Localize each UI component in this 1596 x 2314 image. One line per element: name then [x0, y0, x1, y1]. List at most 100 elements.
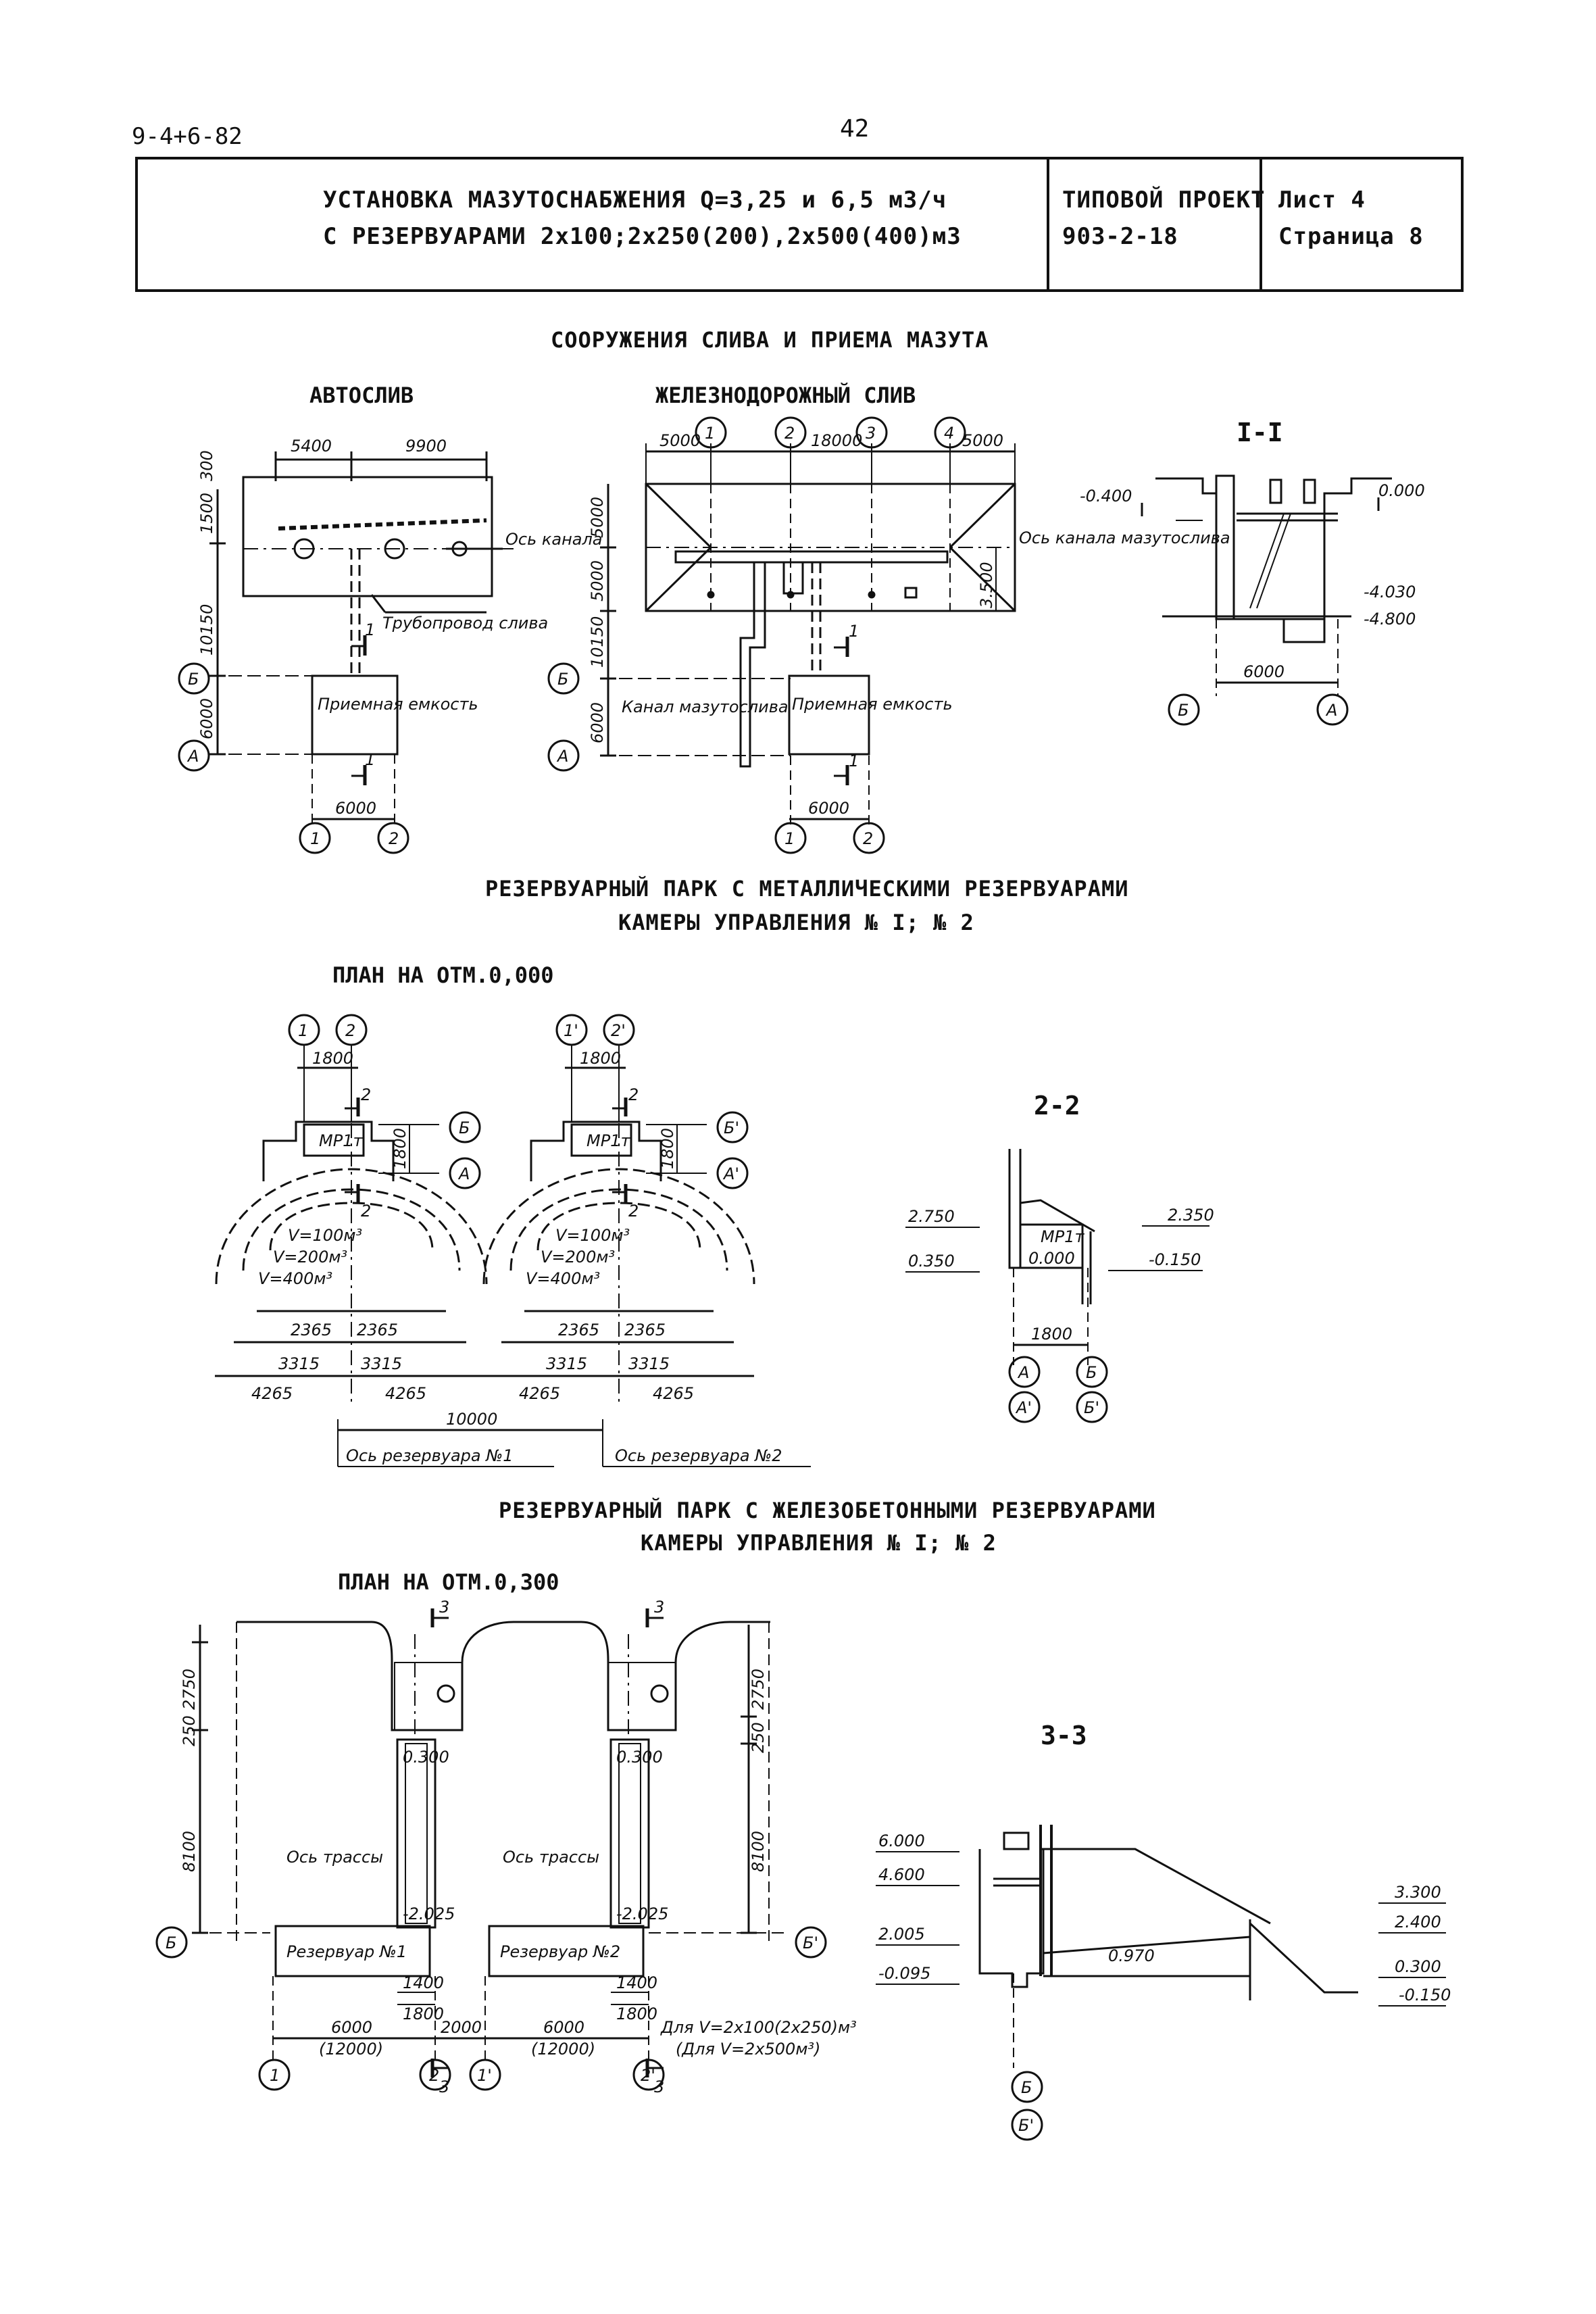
- ct-cut-top-1: 3: [439, 1598, 449, 1617]
- s22-el5: 0.000: [1028, 1249, 1075, 1268]
- tank1-axis-label: Ось резервуара №1: [346, 1446, 513, 1465]
- s22-axis-a-prime: А': [1015, 1398, 1032, 1417]
- rail-dim-side-b: 5000: [588, 560, 607, 601]
- t1-d2a: 3315: [278, 1354, 320, 1373]
- auto-pipe-label: Трубопровод слива: [382, 614, 548, 633]
- t1-cut-top: 2: [361, 1085, 371, 1104]
- s33-el9: 0.970: [1108, 1946, 1155, 1965]
- project-number: 903-2-18: [1062, 223, 1178, 250]
- s11-el-right: 0.000: [1378, 481, 1425, 500]
- t2-d2a: 3315: [546, 1354, 587, 1373]
- s33-el7: 0.300: [1395, 1957, 1441, 1976]
- rail-dim-bottom: 6000: [808, 799, 849, 818]
- rail-dim-b: 18000: [811, 431, 862, 450]
- s33-el8: -0.150: [1399, 1986, 1451, 2004]
- auto-dim-top-b: 9900: [405, 437, 447, 456]
- ct-note-2: (Для V=2х500м³): [676, 2040, 820, 2059]
- t1-d3b: 4265: [385, 1384, 426, 1403]
- rail-bottom-2: 2: [863, 829, 873, 848]
- ct-dim-left-b: 2750: [180, 1669, 199, 1710]
- rail-dim-side-c: 10150: [588, 616, 607, 668]
- ct-dsmall-1: 1400: [403, 1973, 444, 1992]
- t2-d1a: 2365: [558, 1321, 599, 1339]
- title-line-1: УСТАНОВКА МАЗУТОСНАБЖЕНИЯ Q=3,25 и 6,5 м…: [323, 187, 947, 214]
- t2-cut-bottom: 2: [628, 1202, 639, 1221]
- t2-d3a: 4265: [519, 1384, 560, 1403]
- t1-volume-200: V=200м³: [273, 1248, 347, 1266]
- t2-d2b: 3315: [628, 1354, 670, 1373]
- auto-axis-label: Ось канала: [505, 530, 603, 549]
- t2-axis-1: 1': [564, 1021, 578, 1040]
- t1-dim-top: 1800: [312, 1049, 353, 1068]
- rail-dim-right: 3.500: [977, 562, 996, 608]
- t1-d1b: 2365: [357, 1321, 398, 1339]
- page-label: Страница 8: [1278, 223, 1424, 250]
- s33-el2: 4.600: [878, 1865, 925, 1884]
- s33-el1: 6.000: [878, 1831, 925, 1850]
- t1-axis-1: 1: [298, 1021, 308, 1040]
- s33-el4: -0.095: [878, 1964, 930, 1983]
- rail-tank-label: Приемная емкость: [792, 695, 953, 714]
- rail-canal-label: Канал мазутослива: [622, 697, 789, 716]
- tank2-axis-label: Ось резервуара №2: [615, 1446, 782, 1465]
- section2-title-2: КАМЕРЫ УПРАВЛЕНИЯ № I; № 2: [618, 910, 974, 935]
- section-2-2: [905, 1149, 1210, 1423]
- auto-axis-2: 2: [389, 829, 399, 848]
- t2-volume-200: V=200м³: [541, 1248, 615, 1266]
- rail-axis-4: 4: [944, 424, 954, 443]
- s22-el4: -0.150: [1149, 1250, 1201, 1269]
- ct-dsmall-3: 1400: [616, 1973, 657, 1992]
- project-label: ТИПОВОЙ ПРОЕКТ: [1062, 187, 1266, 214]
- ct-axis-1-prime: 1': [477, 2066, 492, 2085]
- ct-d1: 6000: [331, 2018, 372, 2037]
- t1-volume-100: V=100м³: [288, 1226, 362, 1245]
- s22-dim: 1800: [1031, 1325, 1072, 1344]
- rail-cut-bottom: 1: [849, 752, 859, 770]
- rail-axis-2: 2: [784, 424, 795, 443]
- ct-dsmall-2: 1800: [403, 2004, 444, 2023]
- s33-el3: 2.005: [878, 1925, 925, 1944]
- s11-el-low: -4.800: [1364, 610, 1416, 629]
- t1-d1a: 2365: [291, 1321, 332, 1339]
- s11-dim: 6000: [1243, 662, 1285, 681]
- t1-cut-bottom: 2: [361, 1202, 371, 1221]
- t1-d3a: 4265: [251, 1384, 293, 1403]
- sheet-label: Лист 4: [1278, 187, 1366, 214]
- t2-d1b: 2365: [624, 1321, 666, 1339]
- rail-drain-plan: [547, 416, 1016, 854]
- ct-d2: 2000: [441, 2018, 482, 2037]
- ct-dim-left-c: 8100: [180, 1831, 199, 1872]
- metal-tanks-plan: [215, 1014, 811, 1467]
- s33-axis-b-prime: Б': [1018, 2116, 1034, 2135]
- ct-trace-2: Ось трассы: [503, 1848, 599, 1867]
- s33-el5: 3.300: [1395, 1883, 1441, 1902]
- ct-d1b: (12000): [319, 2040, 383, 2059]
- ct-dsmall-4: 1800: [616, 2004, 657, 2023]
- ct-dim-right-b: 250: [749, 1722, 768, 1753]
- rail-axis-a: А: [556, 747, 568, 766]
- s33-el6: 2.400: [1395, 1913, 1441, 1931]
- page-number: 42: [840, 115, 870, 143]
- section2-title-1: РЕЗЕРВУАРНЫЙ ПАРК С МЕТАЛЛИЧЕСКИМИ РЕЗЕР…: [485, 876, 1129, 902]
- ct-cut-top-2: 3: [654, 1598, 664, 1617]
- ct-tank-2: Резервуар №2: [500, 1942, 620, 1961]
- ct-axis-b-prime: Б': [803, 1934, 818, 1952]
- s33-axis-b: Б: [1021, 2078, 1032, 2097]
- auto-dim-side-d: 6000: [197, 698, 216, 739]
- t2-room: МР1т: [587, 1131, 630, 1150]
- s22-axis-b-prime: Б': [1084, 1398, 1099, 1417]
- s11-el-left: -0.400: [1080, 487, 1132, 506]
- auto-cut-bottom: 1: [365, 750, 375, 769]
- s22-el2: 2.350: [1168, 1206, 1214, 1225]
- ct-axis-1: 1: [270, 2066, 280, 2085]
- title-line-2: С РЕЗЕРВУАРАМИ 2х100;2х250(200),2х500(40…: [323, 223, 962, 250]
- t2-volume-400: V=400м³: [526, 1269, 600, 1288]
- auto-tank-label: Приемная емкость: [318, 695, 478, 714]
- auto-dim-side-b: 300: [197, 450, 216, 481]
- auto-dim-bottom: 6000: [335, 799, 376, 818]
- section3-title-1: РЕЗЕРВУАРНЫЙ ПАРК С ЖЕЛЕЗОБЕТОННЫМИ РЕЗЕ…: [499, 1498, 1156, 1523]
- t2-d3b: 4265: [653, 1384, 694, 1403]
- auto-dim-side-c: 10150: [197, 604, 216, 656]
- s22-room: МР1т: [1041, 1227, 1084, 1246]
- doc-code: 9-4+6-82: [132, 123, 243, 150]
